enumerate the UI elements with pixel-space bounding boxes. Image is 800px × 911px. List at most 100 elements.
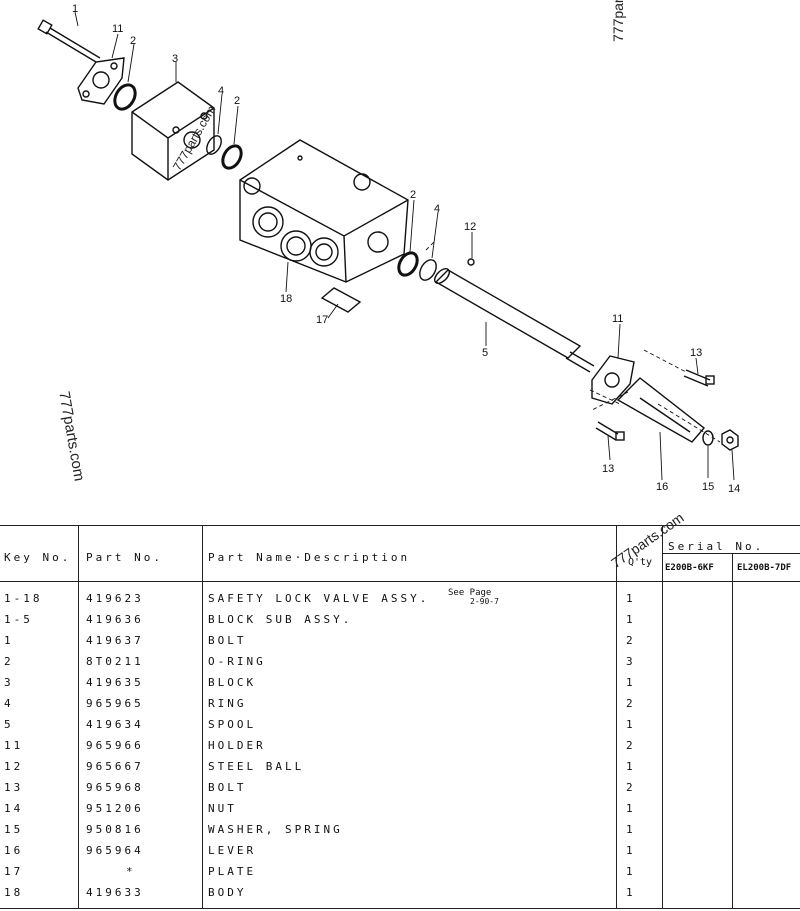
row-part-no: 419633 <box>86 886 144 899</box>
row-qty: 2 <box>626 781 633 794</box>
part-body-18 <box>239 139 409 283</box>
row-part-name: STEEL BALL <box>208 760 305 773</box>
row-key-no: 1-18 <box>4 592 43 605</box>
part-ring-4b <box>419 259 437 281</box>
part-washer-15 <box>702 430 714 446</box>
row-part-name: HOLDER <box>208 739 266 752</box>
row-qty: 1 <box>626 844 633 857</box>
row-qty: 2 <box>626 634 633 647</box>
row-part-no: 965964 <box>86 844 144 857</box>
row-see-page-ref: 2-90-7 <box>470 597 499 606</box>
part-plate-17 <box>320 287 362 313</box>
row-key-no: 12 <box>4 760 24 773</box>
callout-17: 17 <box>316 314 328 326</box>
table-row: 5 419634 SPOOL 1 <box>0 715 800 735</box>
row-part-name: RING <box>208 697 247 710</box>
row-key-no: 15 <box>4 823 24 836</box>
row-see-page-note: See Page <box>448 588 492 598</box>
part-holder-11-top <box>77 57 125 105</box>
row-part-name: SAFETY LOCK VALVE ASSY. <box>208 592 430 605</box>
row-part-name: WASHER, SPRING <box>208 823 343 836</box>
row-qty: 2 <box>626 697 633 710</box>
table-row: 16 965964 LEVER 1 <box>0 841 800 861</box>
row-part-no: 965968 <box>86 781 144 794</box>
row-qty: 1 <box>626 865 633 878</box>
callout-13: 13 <box>690 347 702 359</box>
row-qty: 1 <box>626 760 633 773</box>
row-key-no: 13 <box>4 781 24 794</box>
part-o-ring-2a <box>113 83 137 111</box>
header-serial-no: Serial No. <box>668 540 765 553</box>
header-serial-el200b: EL200B-7DF <box>737 563 792 573</box>
row-part-name: BOLT <box>208 634 247 647</box>
table-row: 4 965965 RING 2 <box>0 694 800 714</box>
row-key-no: 3 <box>4 676 14 689</box>
callout-4: 4 <box>218 85 224 97</box>
row-part-no: 965966 <box>86 739 144 752</box>
parts-table: Key No. Part No. Part Name·Description Q… <box>0 525 800 911</box>
header-part-no: Part No. <box>86 551 163 564</box>
callout-3: 3 <box>172 53 178 65</box>
table-row: 14 951206 NUT 1 <box>0 799 800 819</box>
row-key-no: 17 <box>4 865 24 878</box>
callout-2: 2 <box>130 35 136 47</box>
watermark-top-right: 777parts.com <box>610 0 626 42</box>
part-o-ring-2c <box>397 251 419 277</box>
row-part-name: SPOOL <box>208 718 257 731</box>
row-part-no: 419634 <box>86 718 144 731</box>
header-qty: Q'ty <box>628 557 653 568</box>
row-part-no: 419635 <box>86 676 144 689</box>
row-key-no: 18 <box>4 886 24 899</box>
header-serial-e200b: E200B-6KF <box>665 563 714 573</box>
table-row: 1 419637 BOLT 2 <box>0 631 800 651</box>
table-row: 18 419633 BODY 1 <box>0 883 800 903</box>
table-row: 17 * PLATE 1 <box>0 862 800 882</box>
callout-11: 11 <box>112 23 123 35</box>
table-row: 15 950816 WASHER, SPRING 1 <box>0 820 800 840</box>
callout-15: 15 <box>702 481 714 493</box>
callout-11: 11 <box>612 313 623 325</box>
part-bolt-13a <box>683 369 715 387</box>
row-key-no: 16 <box>4 844 24 857</box>
callout-2: 2 <box>410 189 416 201</box>
row-part-name: BODY <box>208 886 247 899</box>
row-part-name: O-RING <box>208 655 266 668</box>
part-bolt-13b <box>595 421 625 441</box>
row-key-no: 1 <box>4 634 14 647</box>
table-row: 12 965667 STEEL BALL 1 <box>0 757 800 777</box>
callout-14: 14 <box>728 483 740 495</box>
row-part-no: 965965 <box>86 697 144 710</box>
table-row: 3 419635 BLOCK 1 <box>0 673 800 693</box>
callout-16: 16 <box>656 481 668 493</box>
part-holder-11-bottom <box>591 355 635 405</box>
row-part-no: 8T0211 <box>86 655 144 668</box>
row-qty: 3 <box>626 655 633 668</box>
table-row: 2 8T0211 O-RING 3 <box>0 652 800 672</box>
part-lever-16 <box>616 377 706 443</box>
part-bolt-1 <box>37 19 101 63</box>
callout-2: 2 <box>234 95 240 107</box>
part-ring-4a <box>206 135 222 155</box>
row-qty: 1 <box>626 823 633 836</box>
callout-4: 4 <box>434 203 440 215</box>
row-key-no: 11 <box>4 739 24 752</box>
row-part-no: 965667 <box>86 760 144 773</box>
exploded-parts-diagram: 1 11 2 3 4 2 2 4 12 18 17 5 11 13 13 16 … <box>37 3 740 495</box>
callout-1: 1 <box>72 3 78 15</box>
part-o-ring-2b <box>221 144 243 170</box>
row-part-no: 950816 <box>86 823 144 836</box>
row-key-no: 2 <box>4 655 14 668</box>
row-qty: 1 <box>626 718 633 731</box>
part-block-3 <box>131 81 215 181</box>
row-part-no: 419636 <box>86 613 144 626</box>
table-row: 13 965968 BOLT 2 <box>0 778 800 798</box>
row-qty: 2 <box>626 739 633 752</box>
row-part-name: PLATE <box>208 865 257 878</box>
callout-12: 12 <box>464 221 476 233</box>
callout-5: 5 <box>482 347 488 359</box>
row-part-no: 419637 <box>86 634 144 647</box>
row-qty: 1 <box>626 676 633 689</box>
row-part-no: * <box>126 865 136 878</box>
row-key-no: 14 <box>4 802 24 815</box>
table-row: 11 965966 HOLDER 2 <box>0 736 800 756</box>
